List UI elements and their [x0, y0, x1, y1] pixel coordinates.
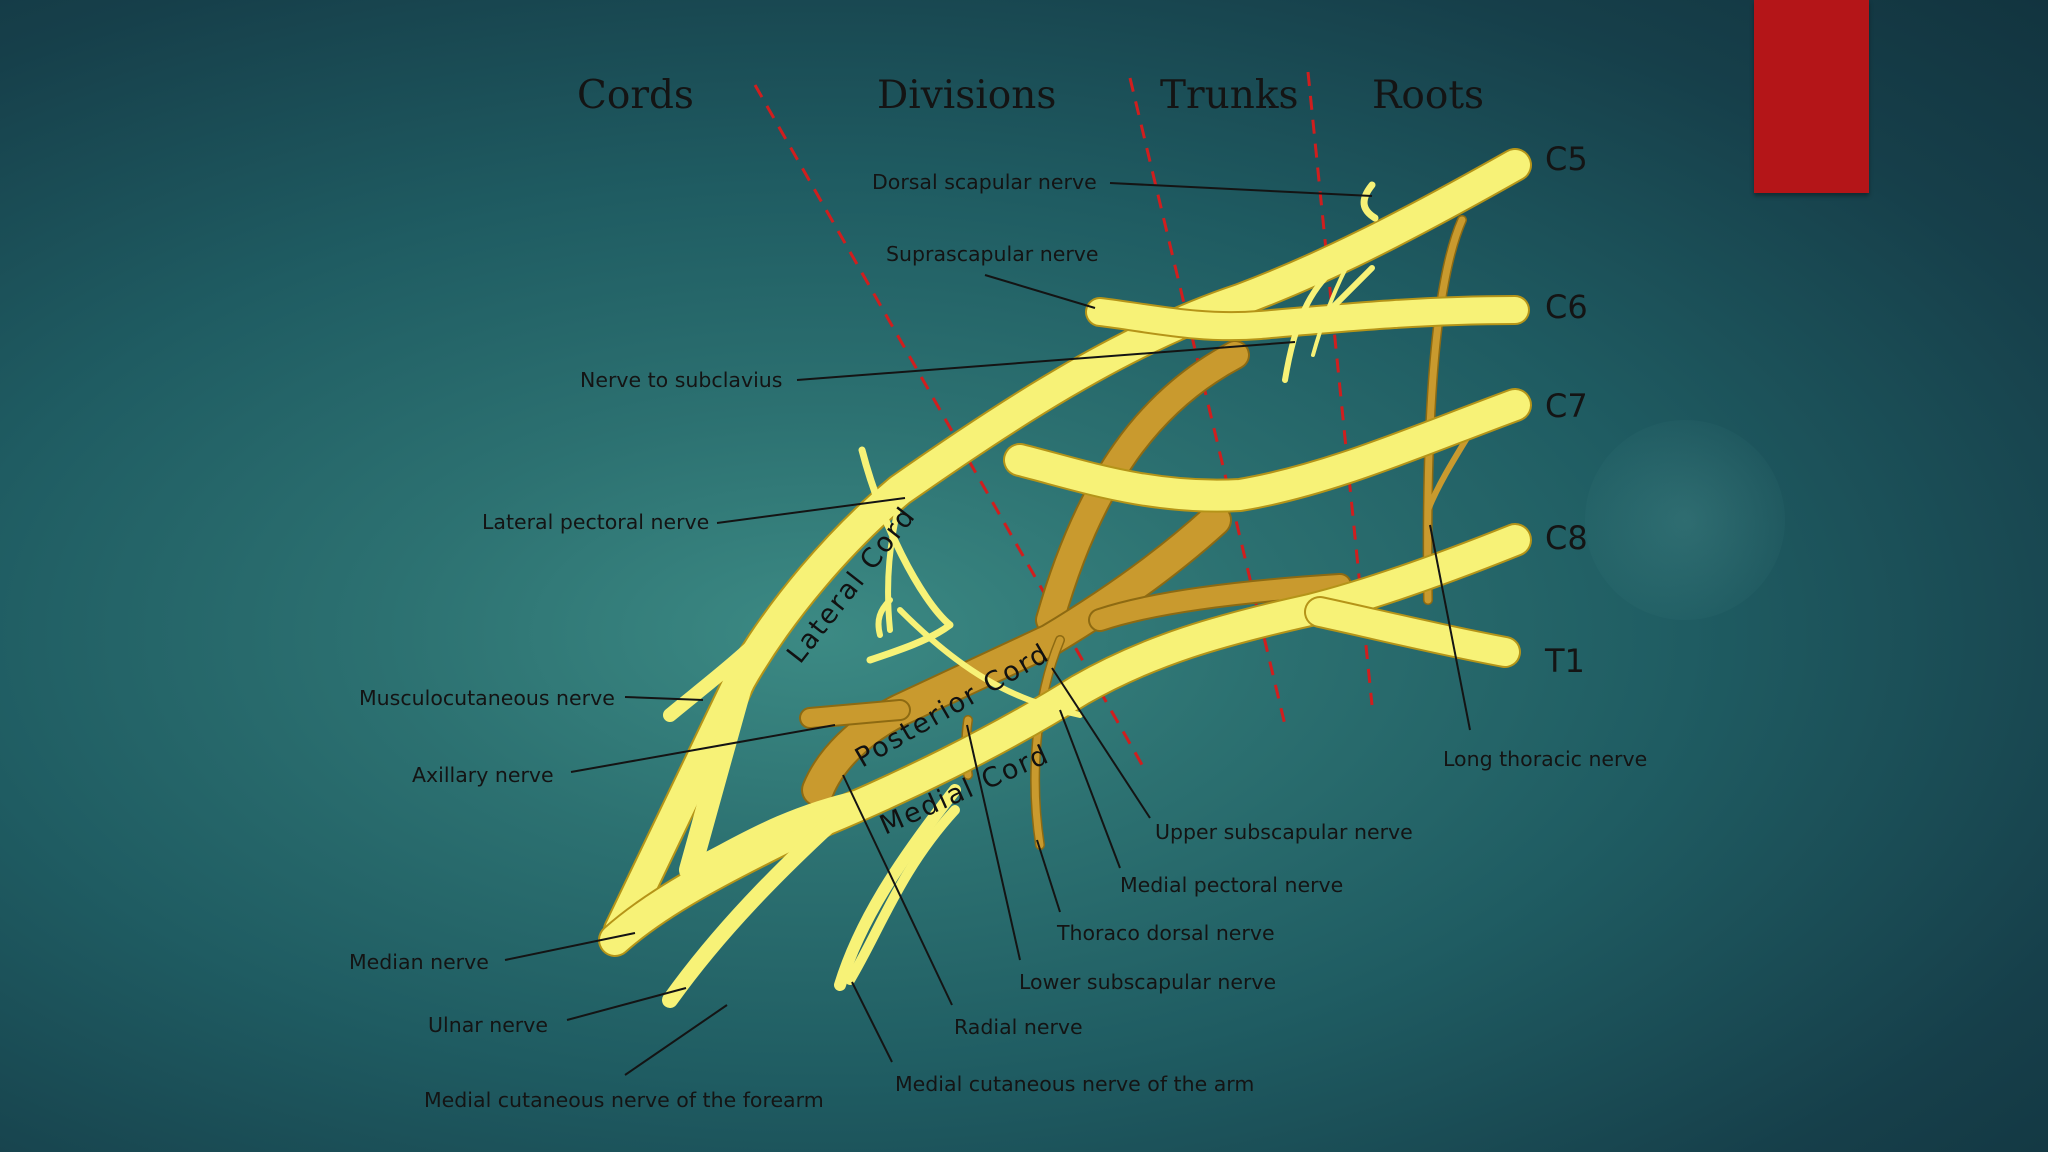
- header-trunks: Trunks: [1160, 73, 1299, 118]
- slide-accent-bar: [1754, 0, 1869, 193]
- nerve-labels: Dorsal scapular nerve Suprascapular nerv…: [349, 170, 1647, 1112]
- yellow-nerves: [598, 148, 1532, 1008]
- label-lateral-pectoral-nerve: Lateral pectoral nerve: [482, 510, 709, 534]
- leader-lines: [504, 182, 1471, 1076]
- label-radial-nerve: Radial nerve: [954, 1015, 1083, 1039]
- label-medial-pectoral-nerve: Medial pectoral nerve: [1120, 873, 1343, 897]
- label-median-nerve: Median nerve: [349, 950, 489, 974]
- label-musculocutaneous-nerve: Musculocutaneous nerve: [359, 686, 615, 710]
- root-c5: C5: [1545, 140, 1588, 178]
- root-t1: T1: [1544, 642, 1585, 680]
- label-upper-subscapular-nerve: Upper subscapular nerve: [1155, 820, 1413, 844]
- label-dorsal-scapular-nerve: Dorsal scapular nerve: [872, 170, 1097, 194]
- header-divisions: Divisions: [877, 73, 1056, 118]
- header-cords: Cords: [577, 73, 694, 118]
- posterior-cord-branches: [799, 215, 1481, 850]
- root-c8: C8: [1545, 519, 1588, 557]
- root-c7: C7: [1545, 387, 1588, 425]
- label-medial-cutaneous-nerve-forearm: Medial cutaneous nerve of the forearm: [424, 1088, 824, 1112]
- root-c6: C6: [1545, 288, 1588, 326]
- label-lower-subscapular-nerve: Lower subscapular nerve: [1019, 970, 1276, 994]
- label-axillary-nerve: Axillary nerve: [412, 763, 554, 787]
- root-labels: C5 C6 C7 C8 T1: [1544, 140, 1588, 680]
- label-long-thoracic-nerve: Long thoracic nerve: [1443, 747, 1647, 771]
- label-suprascapular-nerve: Suprascapular nerve: [886, 242, 1099, 266]
- label-thoraco-dorsal-nerve: Thoraco dorsal nerve: [1056, 921, 1275, 945]
- header-roots: Roots: [1372, 73, 1484, 118]
- section-headers: Cords Divisions Trunks Roots: [577, 73, 1484, 118]
- label-medial-cutaneous-nerve-arm: Medial cutaneous nerve of the arm: [895, 1072, 1254, 1096]
- background-bubble: [1585, 420, 1785, 620]
- label-nerve-to-subclavius: Nerve to subclavius: [580, 368, 782, 392]
- label-ulnar-nerve: Ulnar nerve: [428, 1013, 548, 1037]
